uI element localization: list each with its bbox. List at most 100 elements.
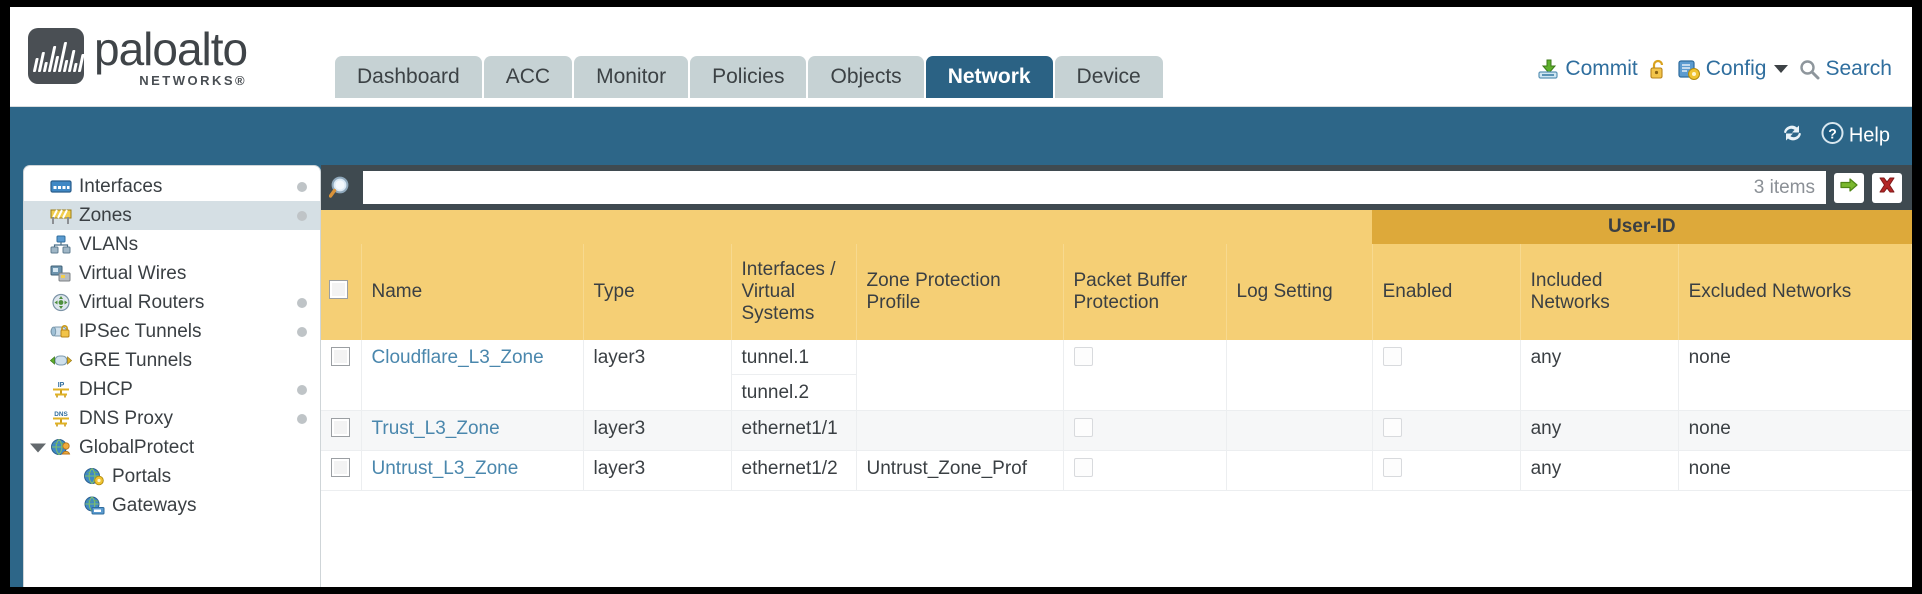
table-row[interactable]: Cloudflare_L3_Zone layer3 tunnel.1 tunne…	[321, 340, 1912, 411]
cell-packet-buffer-protection[interactable]	[1063, 340, 1227, 411]
tab-policies[interactable]: Policies	[690, 56, 807, 98]
packet-buffer-protection-checkbox[interactable]	[1073, 347, 1093, 366]
tab-objects[interactable]: Objects	[808, 56, 924, 98]
sidebar-item-ipsec-tunnels[interactable]: IPSec Tunnels	[24, 317, 320, 346]
column-header-excluded-networks[interactable]: Excluded Networks	[1678, 244, 1912, 340]
row-select-cell[interactable]	[321, 340, 362, 411]
status-dot	[297, 297, 307, 308]
row-checkbox[interactable]	[331, 418, 350, 437]
sidebar-item-globalprotect[interactable]: GlobalProtect	[24, 433, 320, 462]
packet-buffer-protection-checkbox[interactable]	[1073, 418, 1093, 437]
row-select-cell[interactable]	[321, 450, 362, 491]
table-row[interactable]: Untrust_L3_Zone layer3 ethernet1/2 Untru…	[321, 450, 1912, 491]
search-input[interactable]: 3 items	[363, 171, 1826, 204]
tab-network[interactable]: Network	[925, 56, 1053, 98]
row-select-cell[interactable]	[321, 410, 362, 451]
tab-dashboard[interactable]: Dashboard	[335, 56, 482, 98]
table-header-row: Name Type Interfaces / Virtual Systems Z…	[321, 244, 1912, 340]
sidebar-nav: Interfaces Zones	[23, 165, 321, 587]
sidebar-item-label: DHCP	[79, 378, 133, 400]
sidebar-item-label: GlobalProtect	[79, 436, 195, 458]
select-all-checkbox[interactable]	[329, 279, 348, 299]
group-header-userid: User-ID	[1372, 210, 1912, 244]
filter-bar: 3 items	[321, 165, 1912, 210]
status-dot	[297, 210, 307, 221]
sidebar-item-virtual-wires[interactable]: Virtual Wires	[24, 259, 320, 288]
cell-userid-enabled[interactable]	[1372, 340, 1521, 411]
refresh-icon[interactable]	[1780, 122, 1805, 151]
cell-zone-protection-profile	[856, 340, 1064, 411]
cell-userid-enabled[interactable]	[1372, 410, 1521, 451]
column-header-included-networks[interactable]: Included Networks	[1520, 244, 1679, 340]
tab-acc[interactable]: ACC	[483, 56, 573, 98]
sidebar-item-dns-proxy[interactable]: DNS DNS Proxy	[24, 404, 320, 433]
column-header-packet-buffer-protection[interactable]: Packet Buffer Protection	[1063, 244, 1227, 340]
select-all-header[interactable]	[321, 244, 362, 340]
sidebar-item-vlans[interactable]: VLANs	[24, 230, 320, 259]
help-button[interactable]: ? Help	[1821, 122, 1890, 151]
cell-name[interactable]: Cloudflare_L3_Zone	[361, 340, 584, 411]
status-dot	[297, 326, 307, 337]
zone-name-link[interactable]: Cloudflare_L3_Zone	[371, 347, 544, 368]
column-header-type[interactable]: Type	[583, 244, 732, 340]
apply-arrow-icon	[1838, 175, 1860, 200]
clear-filter-button[interactable]	[1872, 172, 1902, 203]
row-checkbox[interactable]	[331, 458, 350, 477]
expander-triangle-icon[interactable]	[30, 443, 46, 452]
cell-packet-buffer-protection[interactable]	[1063, 410, 1227, 451]
item-count-label: 3 items	[1753, 176, 1815, 198]
cell-packet-buffer-protection[interactable]	[1063, 450, 1227, 491]
packet-buffer-protection-checkbox[interactable]	[1073, 458, 1093, 477]
cell-userid-enabled[interactable]	[1372, 450, 1521, 491]
dhcp-icon: IP	[50, 380, 72, 399]
tab-device[interactable]: Device	[1054, 56, 1163, 98]
column-header-name[interactable]: Name	[361, 244, 584, 340]
row-checkbox[interactable]	[331, 347, 350, 366]
search-button[interactable]: Search	[1799, 57, 1892, 81]
sidebar-item-label: Portals	[112, 465, 172, 487]
userid-enabled-checkbox[interactable]	[1382, 458, 1402, 477]
dns-proxy-icon: DNS	[50, 409, 72, 428]
cell-name[interactable]: Trust_L3_Zone	[361, 410, 584, 451]
zone-name-link[interactable]: Trust_L3_Zone	[371, 418, 500, 439]
virtual-routers-icon	[50, 293, 72, 312]
sidebar-item-label: IPSec Tunnels	[79, 320, 202, 342]
virtual-wires-icon	[50, 264, 72, 283]
userid-enabled-checkbox[interactable]	[1382, 347, 1402, 366]
search-magnifier-icon[interactable]	[328, 175, 355, 201]
cell-interfaces: ethernet1/2	[731, 450, 857, 491]
column-header-zone-protection-profile[interactable]: Zone Protection Profile	[856, 244, 1064, 340]
column-header-userid-enabled[interactable]: Enabled	[1372, 244, 1521, 340]
svg-text:IP: IP	[58, 382, 65, 389]
sidebar-item-gateways[interactable]: Gateways	[24, 491, 320, 520]
sidebar-item-interfaces[interactable]: Interfaces	[24, 172, 320, 201]
sidebar-item-label: GRE Tunnels	[79, 349, 192, 371]
sidebar-item-portals[interactable]: Portals	[24, 462, 320, 491]
main-nav-tabs: Dashboard ACC Monitor Policies Objects N…	[335, 56, 1163, 98]
sidebar-item-label: Interfaces	[79, 175, 163, 197]
column-header-interfaces[interactable]: Interfaces / Virtual Systems	[731, 244, 857, 340]
cell-name[interactable]: Untrust_L3_Zone	[361, 450, 584, 491]
unlock-icon[interactable]	[1649, 59, 1667, 79]
sidebar-item-virtual-routers[interactable]: Virtual Routers	[24, 288, 320, 317]
zones-icon	[50, 206, 72, 225]
sidebar-item-zones[interactable]: Zones	[24, 201, 320, 230]
zones-table: User-ID Name Type Interfaces / Virtual S…	[321, 210, 1912, 491]
sidebar-item-label: Virtual Wires	[79, 262, 187, 284]
config-menu[interactable]: Config	[1678, 57, 1789, 81]
commit-label: Commit	[1565, 57, 1638, 80]
userid-enabled-checkbox[interactable]	[1382, 418, 1402, 437]
zone-name-link[interactable]: Untrust_L3_Zone	[371, 458, 519, 479]
svg-text:?: ?	[1828, 126, 1837, 142]
column-header-log-setting[interactable]: Log Setting	[1226, 244, 1373, 340]
tab-monitor[interactable]: Monitor	[574, 56, 689, 98]
sidebar-item-dhcp[interactable]: IP DHCP	[24, 375, 320, 404]
table-row[interactable]: Trust_L3_Zone layer3 ethernet1/1 any	[321, 410, 1912, 451]
svg-text:DNS: DNS	[54, 411, 68, 418]
cell-interfaces: tunnel.1 tunnel.2	[731, 340, 857, 411]
apply-filter-button[interactable]	[1834, 172, 1864, 203]
commit-button[interactable]: Commit	[1537, 57, 1638, 81]
sidebar-item-gre-tunnels[interactable]: GRE Tunnels	[24, 346, 320, 375]
brand-logo[interactable]: paloalto NETWORKS®	[28, 25, 248, 88]
status-dot	[297, 384, 307, 395]
